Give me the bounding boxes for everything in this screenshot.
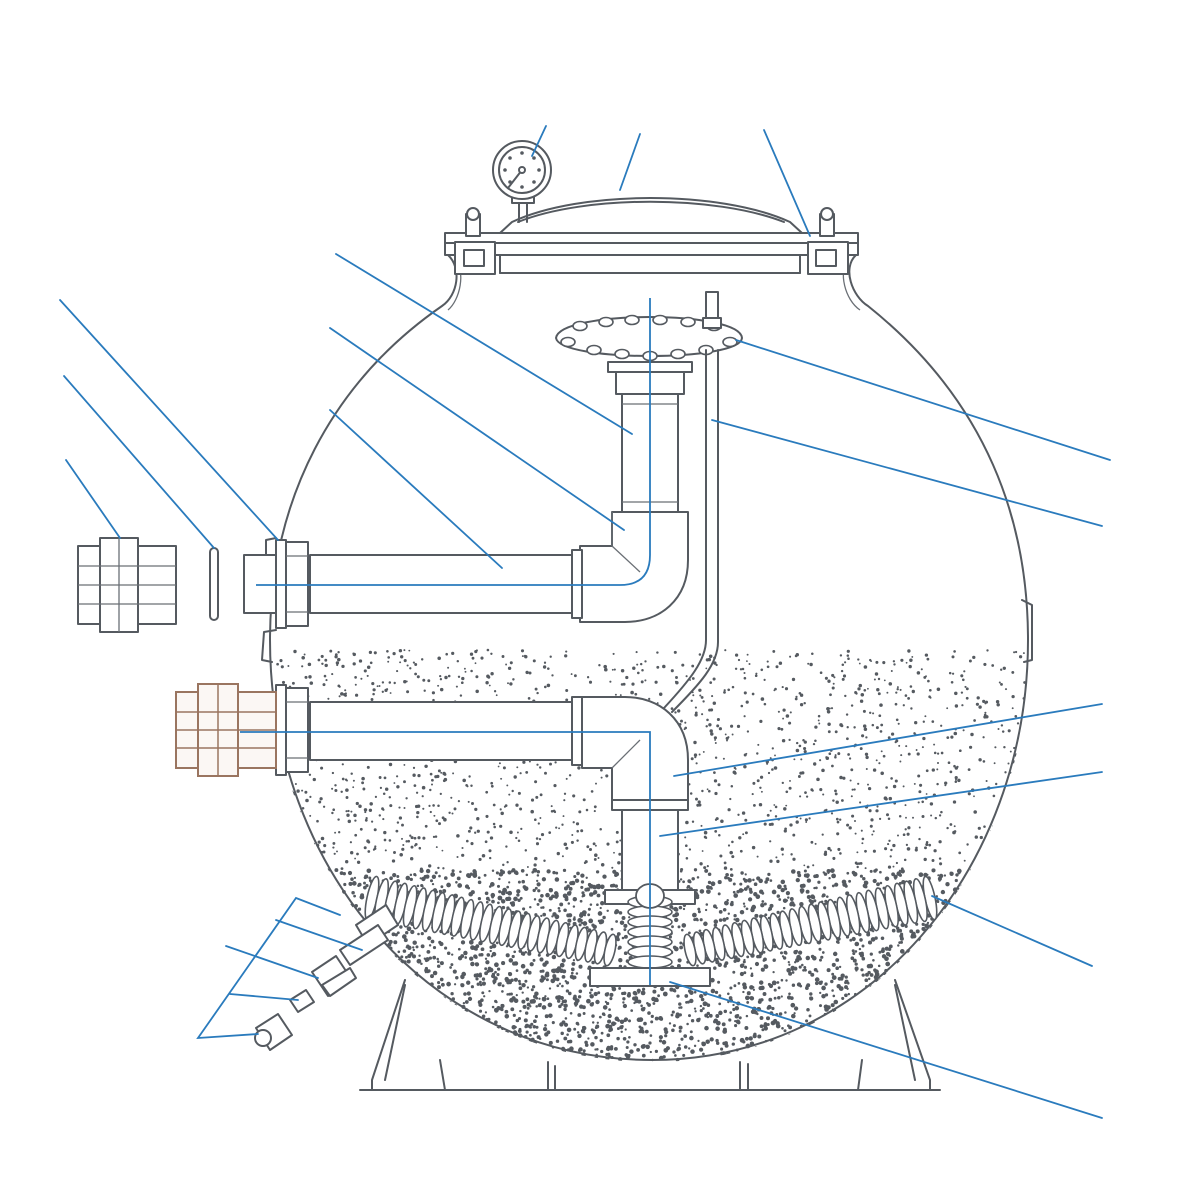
leader-line-o-ring: [63, 375, 215, 549]
leader-line-inlet-elbow: [329, 327, 625, 531]
leader-lines: [59, 125, 1111, 1119]
tank-shell: [261, 254, 1033, 1061]
leader-line-horizontal-inlet-pipe: [329, 409, 503, 569]
outlet-union: [175, 683, 277, 777]
leader-line-air-relief-tube: [711, 419, 1103, 527]
flow-centerlines: [240, 298, 651, 985]
drain-assembly: [254, 904, 399, 1051]
inlet-elbow: [579, 511, 689, 623]
leader-line-gauge: [531, 125, 547, 157]
tank-lid: [444, 197, 859, 274]
pressure-gauge: [492, 140, 552, 223]
support-legs: [359, 979, 941, 1091]
inlet-union: [77, 537, 177, 633]
leader-line-collector-pipe: [659, 771, 1103, 837]
bulkhead-flange: [243, 539, 309, 776]
leader-line-vertical-inlet-pipe: [335, 253, 633, 435]
air-relief-tube: [663, 291, 722, 713]
o-ring: [209, 547, 219, 621]
horizontal-inlet-pipe: [309, 549, 583, 619]
lid-clamp-bolts: [454, 207, 849, 275]
leader-line-clamp-bolt: [763, 129, 811, 237]
horizontal-outlet-pipe: [309, 696, 583, 766]
leader-line-inlet-union: [65, 459, 121, 539]
leader-line-drain-bracket: [196, 896, 341, 1040]
leader-line-collector-base: [669, 981, 1103, 1119]
leader-line-drain-parts: [225, 919, 363, 1001]
leader-line-upper-distributor: [735, 339, 1111, 461]
leader-line-lid: [619, 133, 641, 191]
lateral-collectors: [364, 875, 938, 967]
leader-line-lateral-collector: [931, 895, 1093, 967]
leader-line-bulkhead-flange: [59, 299, 279, 541]
leader-line-outlet-elbow: [673, 703, 1103, 777]
filter-sand-media: [273, 648, 1026, 872]
